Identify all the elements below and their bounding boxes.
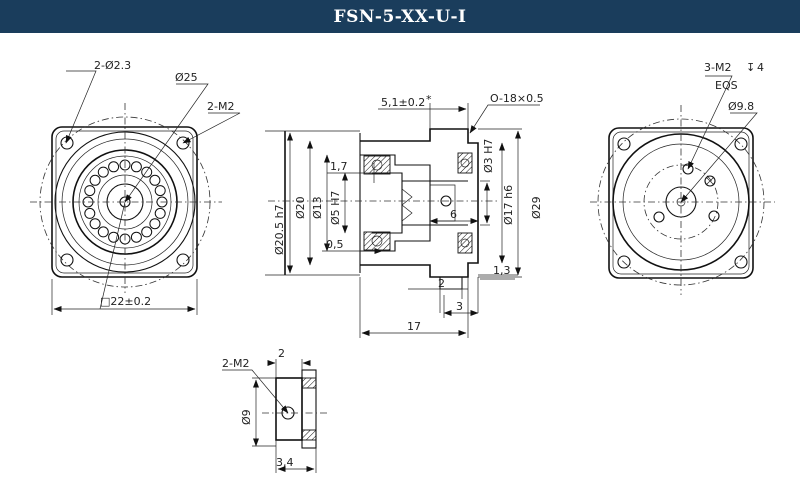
rear-flange xyxy=(608,127,754,279)
flange-square xyxy=(51,126,198,278)
side-shoulder-mark: * xyxy=(426,93,432,106)
side-dim-1-7: 1,7 xyxy=(330,160,348,173)
detail-dia-label: Ø9 xyxy=(240,409,253,425)
side-dim-2: 2 xyxy=(438,277,445,290)
side-hub-label: Ø13 xyxy=(311,196,324,219)
bearing-ball xyxy=(97,226,109,238)
rear-depth-value: 4 xyxy=(757,61,764,74)
bearing-ball xyxy=(108,231,120,243)
bearing-ball xyxy=(130,231,142,243)
housing-outline xyxy=(360,128,479,278)
rear-eqs-label: EQS xyxy=(715,79,738,92)
side-dim-0-5: 0,5 xyxy=(326,238,344,251)
rear-pcd-label: Ø9.8 xyxy=(728,100,754,113)
side-view xyxy=(265,103,540,338)
title-bar: FSN-5-XX-U-I xyxy=(0,0,800,33)
side-outer-label: Ø29 xyxy=(530,196,543,219)
front-pcd-label: Ø25 xyxy=(175,71,198,84)
lower-bearing xyxy=(363,231,391,251)
detail-body xyxy=(275,377,303,441)
front-hole-tl xyxy=(60,136,74,150)
side-dim-17: 17 xyxy=(407,320,421,333)
bearing-ball xyxy=(89,174,101,186)
bearing-ball xyxy=(154,207,166,219)
bearing-ball xyxy=(130,161,142,173)
bearing-ball xyxy=(89,218,101,230)
front-hole-bl xyxy=(60,253,74,267)
upper-bearing xyxy=(363,155,391,175)
front-square-label: □22±0.2 xyxy=(100,295,151,308)
rear-view xyxy=(590,75,775,295)
page-title: FSN-5-XX-U-I xyxy=(333,6,467,27)
side-dim-1-3: 1,3 xyxy=(493,264,511,277)
bearing-ball xyxy=(119,159,131,171)
rear-thread-label: 3-M2 xyxy=(704,61,731,74)
side-pilot-label: Ø20.5 h7 xyxy=(273,204,286,255)
side-output-label: Ø17 h6 xyxy=(502,185,515,225)
bearing-ball xyxy=(149,218,161,230)
side-dim-6: 6 xyxy=(450,208,457,221)
side-shoulder-label: 5,1±0.2 xyxy=(381,96,425,109)
side-body-label: Ø20 xyxy=(294,196,307,219)
bearing-ball xyxy=(149,174,161,186)
front-hole-br xyxy=(176,253,190,267)
bearing-ball xyxy=(84,207,96,219)
front-thread-label: 2-M2 xyxy=(207,100,234,113)
bearing-ball xyxy=(97,166,109,178)
bearing-ball xyxy=(108,161,120,173)
side-dim-3: 3 xyxy=(456,300,463,313)
bearing-ball xyxy=(141,166,153,178)
depth-symbol-icon: ↧ xyxy=(746,61,755,74)
detail-top-dim: 2 xyxy=(278,347,285,360)
detail-thread-label: 2-M2 xyxy=(222,357,249,370)
side-oring-label: O-18×0.5 xyxy=(490,92,544,105)
front-view xyxy=(30,70,241,315)
bearing-ball xyxy=(154,185,166,197)
side-shaft-label: Ø5 H7 xyxy=(329,191,342,225)
bearing-ball xyxy=(141,226,153,238)
side-bore-label: Ø3 H7 xyxy=(482,139,495,173)
bearing-ball xyxy=(84,185,96,197)
front-holes-label: 2-Ø2.3 xyxy=(94,59,131,72)
technical-drawing: 2-Ø2.3 Ø25 2-M2 □22±0.2 xyxy=(30,59,775,473)
detail-view xyxy=(222,359,330,473)
detail-bottom-dim: 3,4 xyxy=(276,456,294,469)
